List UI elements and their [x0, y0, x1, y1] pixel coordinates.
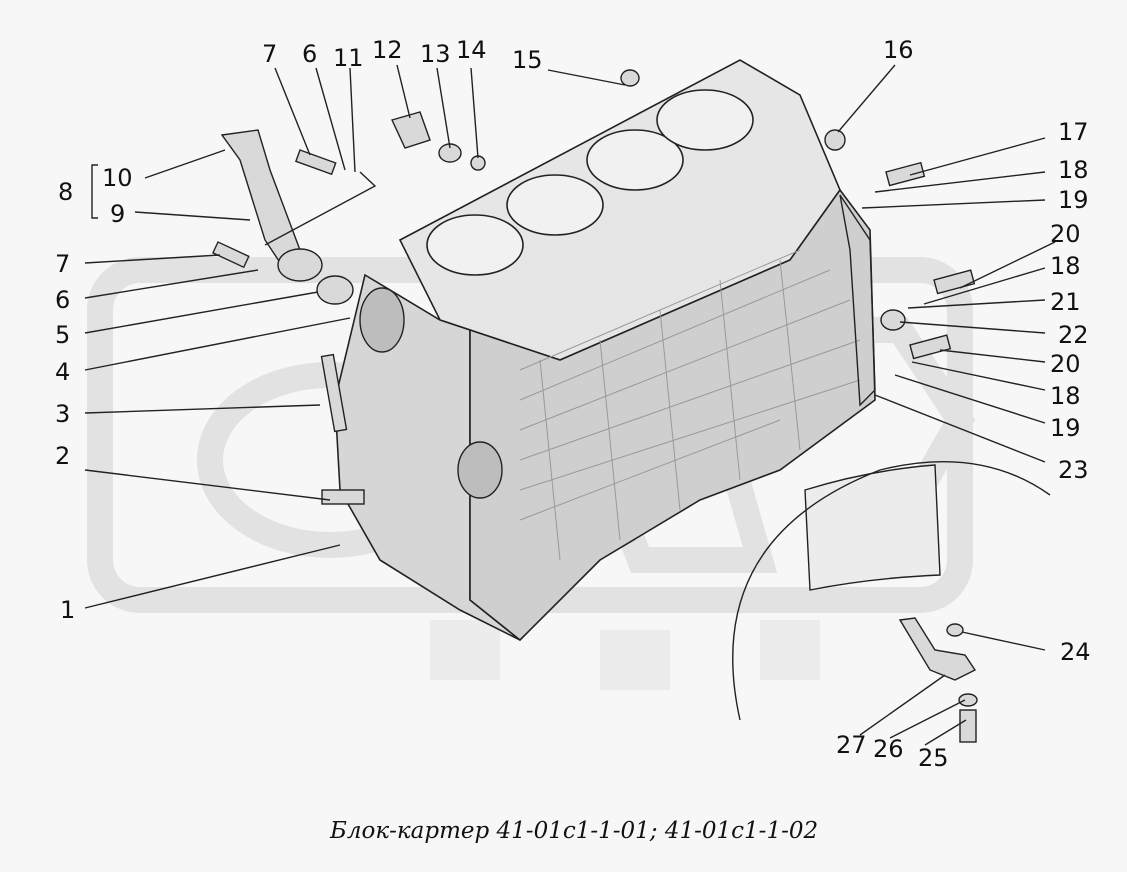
leader-lines — [84, 64, 1056, 746]
callout-27: 27 — [836, 731, 867, 759]
sleeve-22 — [880, 309, 906, 331]
washer-26 — [958, 693, 978, 707]
callout-17: 17 — [1058, 118, 1089, 146]
washer-24 — [946, 623, 964, 637]
callout-5: 5 — [55, 321, 70, 349]
bolt-17 — [885, 161, 926, 187]
callout-20-bottom: 20 — [1050, 350, 1081, 378]
callout-9: 9 — [110, 200, 125, 228]
cylinder-4 — [656, 89, 754, 151]
callout-3: 3 — [55, 400, 70, 428]
block-side-face — [469, 188, 876, 642]
callout-24: 24 — [1060, 638, 1091, 666]
callout-2: 2 — [55, 442, 70, 470]
front-bore — [359, 287, 405, 353]
cylinder-bores — [426, 89, 754, 276]
callout-19-bottom: 19 — [1050, 414, 1081, 442]
washer-14 — [470, 155, 486, 171]
callout-4: 4 — [55, 358, 70, 386]
background-gear — [430, 620, 820, 690]
callout-10: 10 — [102, 164, 133, 192]
bolt-20-lower — [909, 334, 952, 360]
bearing-arc — [732, 461, 1051, 721]
plug-16 — [824, 129, 846, 151]
cylinder-2 — [506, 174, 604, 236]
callout-15: 15 — [512, 46, 543, 74]
callout-11: 11 — [333, 44, 364, 72]
callout-12: 12 — [372, 36, 403, 64]
callout-6-left: 6 — [55, 286, 70, 314]
diagram-caption: Блок-картер 41-01с1-1-01; 41-01с1-1-02 — [329, 818, 818, 844]
callout-25: 25 — [918, 744, 949, 772]
engine-block — [334, 59, 876, 642]
gasket-5 — [316, 275, 354, 305]
pipe-flange — [277, 248, 323, 282]
cylinder-3 — [586, 129, 684, 191]
callout-18-bottom: 18 — [1050, 382, 1081, 410]
bearing-shells — [804, 464, 941, 591]
callout-20-top: 20 — [1050, 220, 1081, 248]
bolt-7-upper — [294, 149, 337, 176]
pin-2 — [321, 489, 365, 505]
cylinder-1 — [426, 214, 524, 276]
bracket-27 — [898, 617, 977, 681]
block-front-face — [334, 273, 521, 641]
loose-parts — [211, 69, 1051, 743]
callout-26: 26 — [873, 735, 904, 763]
callout-22: 22 — [1058, 321, 1089, 349]
callout-13: 13 — [420, 40, 451, 68]
callout-7-top: 7 — [262, 40, 277, 68]
callout-1: 1 — [60, 596, 75, 624]
fitting-12 — [391, 111, 431, 149]
sleeve-3 — [320, 353, 348, 433]
block-side-mesh — [519, 249, 861, 561]
callout-16: 16 — [883, 36, 914, 64]
callout-labels: 1 2 3 4 5 6 7 9 8 10 7 6 11 12 13 14 15 … — [55, 36, 1091, 772]
crank-bore — [457, 441, 503, 499]
callout-8: 8 — [58, 178, 73, 206]
callout-19-top: 19 — [1058, 186, 1089, 214]
gasket-23 — [839, 194, 876, 407]
callout-18-mid: 18 — [1050, 252, 1081, 280]
bolt-25 — [959, 709, 977, 743]
callout-6-top: 6 — [302, 40, 317, 68]
bolt-20-upper — [933, 269, 976, 295]
callout-7-left: 7 — [55, 250, 70, 278]
bolt-7-lower — [211, 241, 250, 269]
callout-14: 14 — [456, 36, 487, 64]
callout-23: 23 — [1058, 456, 1089, 484]
callout-21: 21 — [1050, 288, 1081, 316]
plug-15 — [620, 69, 640, 87]
callout-18-top: 18 — [1058, 156, 1089, 184]
